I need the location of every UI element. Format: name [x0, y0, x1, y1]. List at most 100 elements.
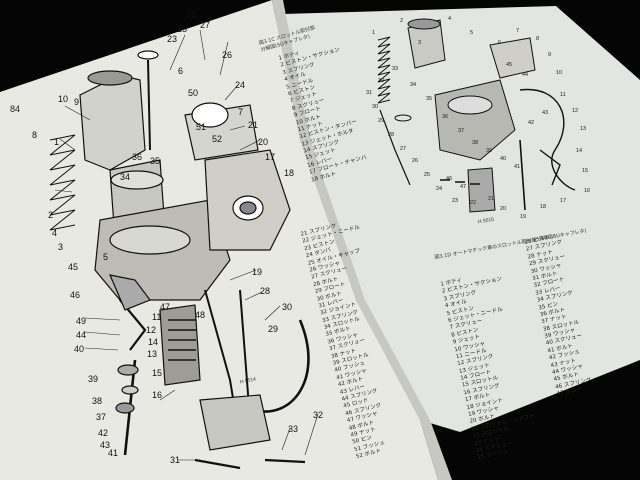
- callout-label: 43: [100, 440, 110, 450]
- callout-label: 36: [132, 152, 142, 162]
- callout-label: 11: [560, 92, 566, 98]
- callout-label: 27: [200, 20, 210, 30]
- callout-label: 4: [448, 16, 452, 22]
- callout-label: 2: [48, 210, 53, 220]
- callout-label: 46: [446, 176, 453, 182]
- callout-label: 22: [470, 200, 477, 206]
- callout-label: 32: [313, 410, 323, 420]
- jet-lever-left: [108, 274, 151, 311]
- jet-spring-coil: [168, 319, 196, 361]
- left-page-gutter: [272, 0, 452, 480]
- callout-label: 40: [74, 344, 84, 354]
- callout-label: 32: [378, 78, 385, 84]
- callout-label: 47: [460, 184, 467, 190]
- callout-labels: 27 25 23 22 26 21 24 9 10 8 1 20 2 4 3 4…: [32, 10, 323, 465]
- callout-label: 28: [260, 286, 270, 296]
- callout-label: 5: [470, 30, 474, 36]
- callout-label: 17: [560, 198, 567, 204]
- callout-label: 15: [582, 168, 589, 174]
- callout-label: 48: [195, 310, 205, 320]
- callout-label: 5: [103, 252, 108, 262]
- callout-label: 31: [366, 90, 373, 96]
- callout-label: 35: [150, 156, 160, 166]
- callout-label: 20: [500, 206, 507, 212]
- callout-label: 44: [76, 330, 86, 340]
- callout-label: 3: [418, 40, 422, 46]
- callout-label: 3: [58, 242, 63, 252]
- callout-label: 22: [186, 10, 196, 20]
- right-page-paper: [283, 6, 640, 432]
- damper-rod: [147, 59, 151, 151]
- callout-label: 33: [392, 66, 399, 72]
- callout-label: 18: [284, 168, 294, 178]
- callout-label: 36: [442, 114, 449, 120]
- screw-33: [264, 458, 306, 464]
- callout-label: 9: [74, 97, 79, 107]
- link-rod: [194, 458, 241, 470]
- throttle-lever: [119, 299, 147, 351]
- callout-label: 46: [70, 290, 80, 300]
- callout-label: 15: [152, 368, 162, 378]
- callout-label: 42: [98, 428, 108, 438]
- callout-label: 1: [54, 137, 59, 147]
- callout-label: 23: [452, 198, 459, 204]
- callout-label: 26: [222, 50, 232, 60]
- callout-label: 6: [178, 66, 183, 76]
- callout-label: 10: [58, 94, 68, 104]
- callout-label: 41: [108, 448, 118, 458]
- callout-label: 20: [258, 137, 268, 147]
- callout-label: 50: [188, 88, 198, 98]
- callout-label: 52: [212, 134, 222, 144]
- callout-label: 44: [522, 72, 529, 78]
- callout-label: 30: [282, 302, 292, 312]
- page-number: 84: [10, 104, 21, 114]
- callout-label: 45: [68, 262, 78, 272]
- callout-label: 29: [268, 324, 278, 334]
- rp-float-bowl: [489, 37, 536, 79]
- callout-label: 7: [516, 28, 520, 34]
- callout-label: 37: [458, 128, 465, 134]
- callout-label: 42: [528, 120, 535, 126]
- jet-assembly: [159, 304, 201, 386]
- callout-label: 43: [542, 110, 549, 116]
- callout-label: 37: [96, 412, 106, 422]
- callout-label: 51: [196, 122, 206, 132]
- callout-label: 25: [177, 24, 187, 34]
- rp-washer-row: [440, 179, 480, 185]
- callout-label: 2: [400, 18, 404, 24]
- rp-spring: [377, 36, 391, 104]
- callout-label: 8: [32, 130, 37, 140]
- callout-label: 1: [372, 30, 376, 36]
- callout-label: 26: [412, 158, 419, 164]
- rp-jet-stack: [467, 167, 496, 213]
- callout-label: 21: [248, 120, 258, 130]
- callout-label: 13: [147, 349, 157, 359]
- callout-label: 4: [52, 228, 57, 238]
- callout-label: 39: [486, 148, 493, 154]
- callout-label: 45: [506, 62, 513, 68]
- bottom-bracket: [199, 394, 271, 451]
- callout-label: 35: [426, 96, 433, 102]
- rp-rod: [519, 139, 526, 211]
- callout-label: 34: [120, 172, 130, 182]
- callout-label: 39: [88, 374, 98, 384]
- callout-label: 38: [92, 396, 102, 406]
- callout-label: 34: [410, 82, 417, 88]
- rp-long-screw: [379, 109, 411, 186]
- callout-label: 18: [540, 204, 547, 210]
- callout-label: 24: [436, 186, 443, 192]
- callout-label: 47: [160, 302, 170, 312]
- callout-label: 17: [265, 152, 275, 162]
- callout-label: 9: [548, 52, 552, 58]
- callout-label: 11: [152, 312, 161, 322]
- callout-label: 7: [238, 107, 243, 117]
- callout-label: 27: [400, 146, 407, 152]
- rp-washer-ring: [394, 114, 412, 122]
- callout-label: 10: [556, 70, 563, 76]
- callout-label: 41: [514, 164, 521, 170]
- callout-label: 31: [170, 455, 180, 465]
